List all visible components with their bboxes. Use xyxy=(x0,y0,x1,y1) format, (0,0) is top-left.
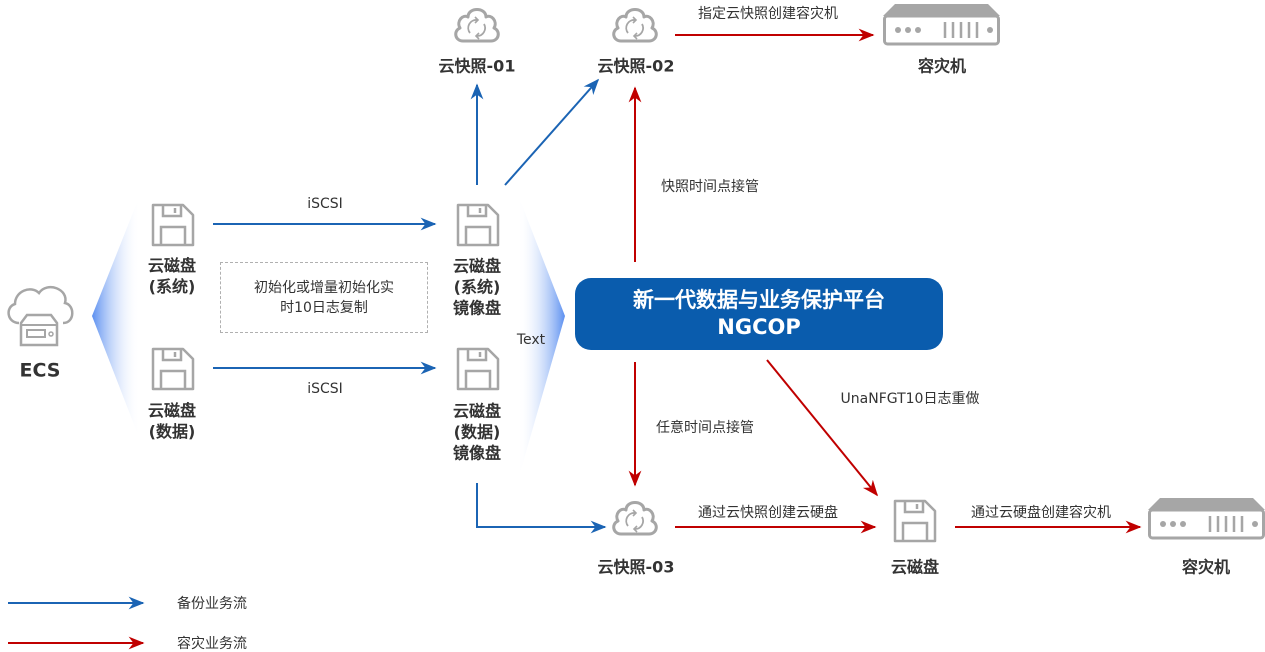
left-fan xyxy=(92,195,140,440)
snapshot-01-label: 云快照-01 xyxy=(438,56,516,76)
cloud-disk-label: 云磁盘 xyxy=(890,557,940,577)
iscsi-label-2: iSCSI xyxy=(307,381,343,397)
backup-arrow-snapshot-02 xyxy=(504,78,600,186)
label-line: 云磁盘 xyxy=(147,401,197,420)
snapshot-03-label: 云快照-03 xyxy=(597,557,675,577)
label-line: (数据) xyxy=(453,422,501,442)
snapshot-02-icon xyxy=(612,8,658,43)
system-mirror-disk-label: 云磁盘(系统)镜像盘 xyxy=(453,256,501,319)
label-line: (数据) xyxy=(148,422,196,441)
system-disk-label: 云磁盘 (系统) xyxy=(148,255,196,297)
snapshot-takeover-label: 快照时间点接管 xyxy=(661,179,759,195)
label-line: 云磁盘 xyxy=(452,256,502,276)
dr-server-top-label: 容灾机 xyxy=(917,56,967,76)
dr-server-bottom-label: 容灾机 xyxy=(1181,557,1231,577)
data-mirror-disk-label: 云磁盘(数据)镜像盘 xyxy=(453,401,501,464)
data-disk-label: 云磁盘 (数据) xyxy=(148,400,196,442)
label-line: 镜像盘 xyxy=(452,298,502,318)
ecs-cloud-server-icon xyxy=(7,285,74,347)
system-disk-icon xyxy=(151,203,195,247)
note-line: 时10日志复制 xyxy=(280,299,368,316)
fan-text-label: Text xyxy=(516,332,546,348)
snapshot-01-icon xyxy=(454,8,500,43)
snapshot-02-label: 云快照-02 xyxy=(597,56,675,76)
data-disk-icon xyxy=(151,347,195,391)
cloud-disk-icon xyxy=(893,499,937,543)
log-redo-arrow xyxy=(766,359,879,497)
data-mirror-disk-icon xyxy=(456,347,500,391)
dr-server-top-icon xyxy=(881,2,1002,46)
snapshot-03-icon xyxy=(612,501,658,536)
legend-dr-label: 容灾业务流 xyxy=(177,636,247,652)
sync-note-box: 初始化或增量初始化实时10日志复制 xyxy=(220,262,428,333)
disk-from-snapshot-label: 通过云快照创建云硬盘 xyxy=(698,505,838,521)
legend-backup-label: 备份业务流 xyxy=(177,596,247,612)
note-line: 初始化或增量初始化实 xyxy=(254,279,394,296)
system-mirror-disk-icon xyxy=(456,203,500,247)
label-line: (系统) xyxy=(453,277,501,297)
platform-subtitle: NGCOP xyxy=(717,315,801,339)
ngcop-platform-box: 新一代数据与业务保护平台 NGCOP xyxy=(575,278,943,350)
dr-from-snapshot-label: 指定云快照创建容灾机 xyxy=(698,6,838,22)
log-redo-label: UnaNFGT10日志重做 xyxy=(840,391,980,407)
right-fan xyxy=(518,195,565,480)
label-line: 云磁盘 xyxy=(452,401,502,421)
label-line: 云磁盘 xyxy=(147,256,197,275)
iscsi-label-1: iSCSI xyxy=(307,196,343,212)
label-line: (系统) xyxy=(148,277,196,296)
label-line: 镜像盘 xyxy=(452,443,502,463)
backup-arrow-snapshot-03 xyxy=(476,483,607,534)
ecs-label: ECS xyxy=(19,359,61,382)
dr-from-disk-label: 通过云硬盘创建容灾机 xyxy=(971,505,1111,521)
any-time-takeover-label: 任意时间点接管 xyxy=(656,420,754,436)
platform-title: 新一代数据与业务保护平台 xyxy=(633,288,885,312)
dr-server-bottom-icon xyxy=(1146,496,1265,540)
